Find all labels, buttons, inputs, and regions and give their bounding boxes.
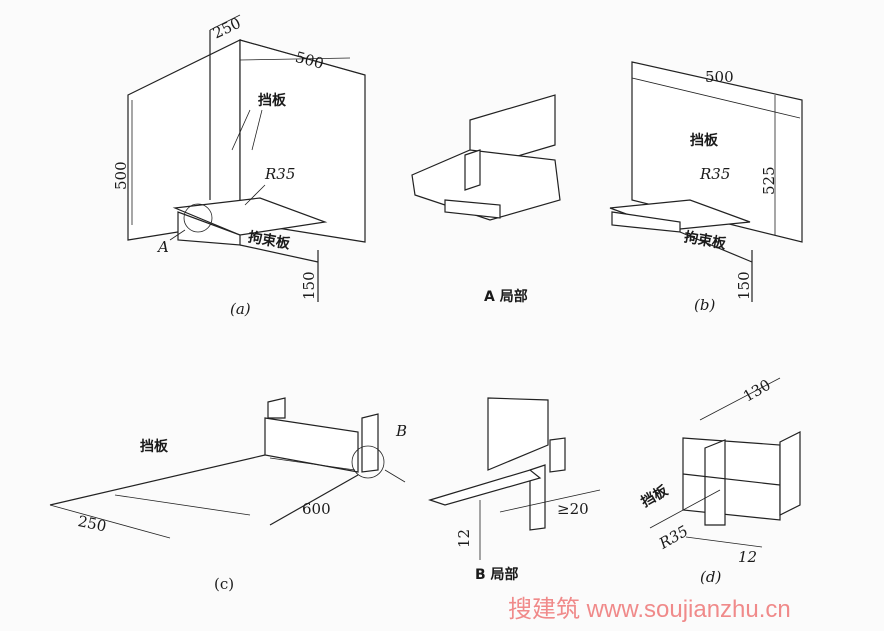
detail-b-dim-min-20: ≥20 — [557, 500, 589, 518]
figure-c-drawing — [49, 397, 406, 539]
fig-a-baffle-label: 挡板 — [258, 93, 286, 109]
fig-c-baffle-label: 挡板 — [140, 439, 168, 455]
fig-a-radius-label: R35 — [265, 165, 296, 183]
figure-b-drawing — [609, 61, 803, 302]
detail-a-caption: A 局部 — [484, 289, 528, 305]
detail-b-dim-12: 12 — [455, 528, 473, 548]
figure-a-drawing — [127, 14, 366, 302]
fig-b-radius-label: R35 — [700, 165, 731, 183]
fig-a-caption: (a) — [230, 300, 251, 318]
fig-b-dim-525: 525 — [760, 166, 778, 195]
fig-a-point-a: A — [158, 238, 169, 256]
fig-c-point-b: B — [396, 422, 408, 440]
fig-a-dim-150: 150 — [300, 271, 318, 300]
fig-d-dim-12: 12 — [738, 548, 758, 566]
fig-c-caption: (c) — [214, 575, 235, 593]
detail-b-drawing — [428, 397, 601, 560]
fig-d-caption: (d) — [700, 568, 722, 586]
fig-a-dim-500-height: 500 — [112, 161, 130, 190]
watermark: 搜建筑 www.soujianzhu.cn — [508, 596, 791, 623]
figure-d-drawing — [649, 377, 801, 548]
fig-b-caption: (b) — [694, 296, 716, 314]
fig-c-dim-600: 600 — [302, 500, 331, 518]
fig-b-dim-150: 150 — [735, 271, 753, 300]
fig-b-dim-500: 500 — [705, 68, 734, 86]
fig-b-baffle-label: 挡板 — [690, 133, 718, 149]
detail-a-drawing — [411, 94, 561, 221]
detail-b-caption: B 局部 — [475, 567, 519, 583]
